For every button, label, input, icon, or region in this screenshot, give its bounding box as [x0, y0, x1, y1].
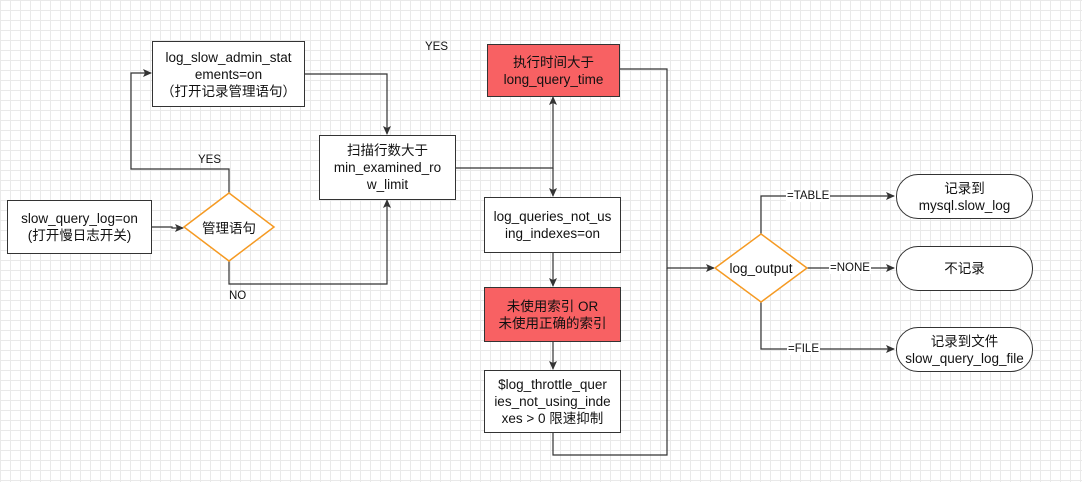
log-slow-admin-node[interactable]: log_slow_admin_stat ements=on （打开记录管理语句） — [152, 41, 305, 107]
to-table-line2: mysql.slow_log — [918, 197, 1011, 213]
log-slow-admin-line3: （打开记录管理语句） — [161, 83, 296, 99]
slow-query-log-node[interactable]: slow_query_log=on (打开慢日志开关) — [7, 200, 152, 254]
no-record-node[interactable]: 不记录 — [896, 246, 1033, 291]
edge-label-no-admin: NO — [229, 290, 247, 302]
edge-label-table: =TABLE — [786, 190, 831, 202]
log-queries-not-using-line1: log_queries_not_us — [493, 209, 612, 224]
admin-diamond-label: 管理语句 — [202, 221, 256, 236]
no-index-line2: 未使用正确的索引 — [498, 315, 607, 331]
log-output-diamond[interactable]: log_output — [715, 234, 807, 302]
edge-logoutput-to-file — [760, 302, 895, 353]
no-index-line1: 未使用索引 OR — [506, 298, 599, 314]
to-table-node[interactable]: 记录到 mysql.slow_log — [896, 174, 1033, 219]
log-output-label: log_output — [729, 260, 793, 276]
no-index-node[interactable]: 未使用索引 OR 未使用正确的索引 — [484, 287, 621, 342]
logoutput-diamond-shape — [713, 233, 809, 303]
edge-label-yes-admin: YES — [198, 154, 222, 166]
to-table-line1: 记录到 — [944, 180, 985, 196]
edge-logslowadmin-to-scanrows — [305, 73, 391, 135]
edge-label-none: =NONE — [829, 262, 871, 274]
edge-label-file: =FILE — [787, 343, 821, 355]
edge-scanrows-to-exectime — [456, 96, 557, 169]
slow-query-log-line2: (打开慢日志开关) — [27, 228, 132, 243]
admin-diamond[interactable]: 管理语句 — [184, 193, 274, 261]
to-file-node[interactable]: 记录到文件 slow_query_log_file — [896, 327, 1033, 372]
no-record-label: 不记录 — [944, 261, 985, 276]
admin-diamond-shape — [182, 192, 276, 262]
log-slow-admin-line2: ements=on — [194, 66, 263, 82]
throttle-line3: xes > 0 限速抑制 — [501, 411, 604, 426]
log-queries-not-using-line2: ing_indexes=on — [505, 226, 600, 241]
edge-slowlog-to-admin — [152, 224, 184, 232]
slow-query-log-line1: slow_query_log=on — [21, 211, 138, 226]
exec-time-line1: 执行时间大于 — [512, 54, 594, 70]
scan-rows-line2: min_examined_ro — [333, 160, 442, 175]
exec-time-line2: long_query_time — [503, 71, 604, 87]
edge-exectime-to-logoutput — [620, 68, 715, 272]
throttle-node[interactable]: $log_throttle_quer ies_not_using_inde xe… — [484, 370, 621, 433]
to-file-line1: 记录到文件 — [930, 333, 999, 349]
scan-rows-line1: 扫描行数大于 — [347, 143, 428, 158]
exec-time-node[interactable]: 执行时间大于 long_query_time — [487, 44, 620, 97]
edge-admin-no-to-scanrows — [228, 199, 391, 285]
throttle-line1: $log_throttle_quer — [498, 377, 607, 392]
throttle-line2: ies_not_using_inde — [494, 394, 611, 409]
edge-label-yes-top: YES — [425, 41, 449, 53]
scan-rows-node[interactable]: 扫描行数大于 min_examined_ro w_limit — [319, 135, 456, 200]
edge-logoutput-to-table — [760, 192, 895, 234]
edge-throttle-to-logoutput — [552, 268, 668, 456]
to-file-line2: slow_query_log_file — [905, 350, 1024, 366]
log-slow-admin-line1: log_slow_admin_stat — [165, 49, 292, 65]
log-queries-not-using-node[interactable]: log_queries_not_us ing_indexes=on — [484, 197, 621, 253]
edge-admin-yes-to-logslowadmin — [130, 69, 230, 193]
scan-rows-line3: w_limit — [366, 177, 409, 192]
